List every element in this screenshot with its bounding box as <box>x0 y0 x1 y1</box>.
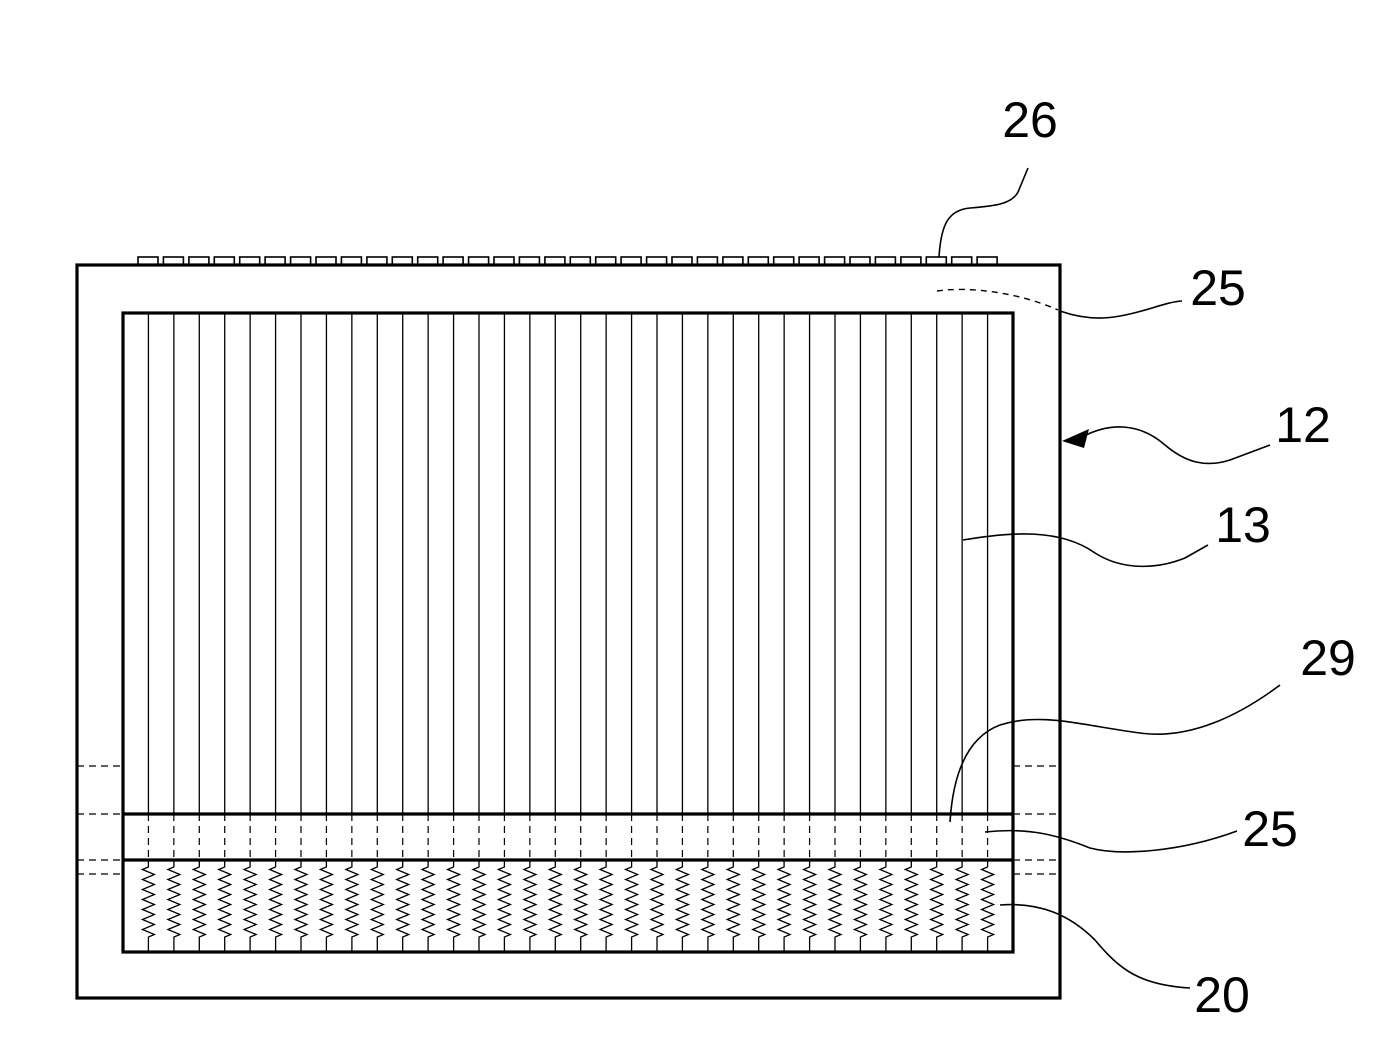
exterior-dashed-lines <box>77 765 1060 875</box>
spring-5 <box>242 861 258 951</box>
spring-28 <box>827 861 843 951</box>
spring-13 <box>445 861 462 951</box>
springs <box>140 861 996 951</box>
leader-lines <box>936 167 1281 989</box>
reference-numeral-12: 12 <box>1275 397 1331 453</box>
spring-23 <box>700 861 716 951</box>
spring-11 <box>395 861 411 951</box>
spring-6 <box>267 861 284 951</box>
reference-numeral-26: 26 <box>1002 92 1058 148</box>
spring-18 <box>573 861 589 951</box>
spring-32 <box>929 861 945 951</box>
leader-25-bottom <box>984 829 1238 853</box>
leader-29 <box>949 684 1281 823</box>
spring-25 <box>751 861 767 951</box>
spring-33 <box>954 861 970 951</box>
spring-4 <box>217 861 233 951</box>
spring-15 <box>496 861 513 951</box>
strip-dashed-lines <box>147 814 989 860</box>
spring-24 <box>725 861 741 951</box>
spring-27 <box>801 861 818 951</box>
spring-1 <box>140 861 157 951</box>
spring-14 <box>471 861 487 951</box>
leader-26 <box>938 167 1029 258</box>
spring-21 <box>649 861 665 951</box>
spring-20 <box>623 861 640 951</box>
leader-12 <box>1081 426 1271 465</box>
leader-13 <box>962 533 1209 568</box>
spring-22 <box>674 861 691 951</box>
leader-20 <box>999 903 1191 989</box>
inner-frame <box>121 311 1015 954</box>
spring-9 <box>344 861 360 951</box>
reference-numeral-25-bottom: 25 <box>1242 801 1298 857</box>
reference-numeral-13: 13 <box>1215 497 1271 553</box>
leader-25-top-dashed <box>936 288 1059 311</box>
spring-3 <box>191 861 207 951</box>
spring-30 <box>878 861 894 951</box>
leader-25-top <box>1059 300 1183 319</box>
spring-7 <box>293 861 309 951</box>
reference-numeral-25-top: 25 <box>1190 260 1246 316</box>
spring-29 <box>852 861 869 951</box>
spring-19 <box>598 861 614 951</box>
spring-34 <box>979 861 996 951</box>
top-tabs <box>137 256 998 266</box>
spring-10 <box>369 861 385 951</box>
reference-numeral-20: 20 <box>1194 967 1250 1023</box>
spring-31 <box>903 861 919 951</box>
spring-12 <box>420 861 436 951</box>
spring-16 <box>522 861 538 951</box>
spring-17 <box>547 861 563 951</box>
spring-26 <box>776 861 792 951</box>
reference-numerals: 26 25 12 13 29 25 20 <box>1002 92 1356 1023</box>
arrowhead-12 <box>1062 429 1089 448</box>
outer-frame <box>75 263 1062 1000</box>
reference-numeral-29: 29 <box>1300 630 1356 686</box>
spring-2 <box>166 861 182 951</box>
spring-8 <box>318 861 335 951</box>
vertical-lines <box>147 313 989 814</box>
